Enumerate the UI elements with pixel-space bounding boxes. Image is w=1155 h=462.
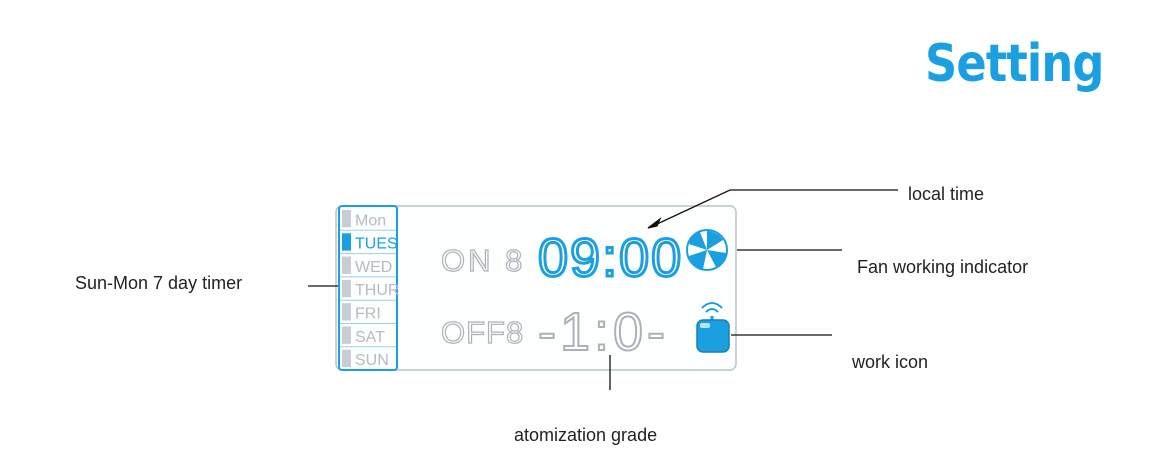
day-label: Mon bbox=[355, 212, 386, 229]
day-label: SAT bbox=[355, 329, 385, 346]
day-item-tues: TUES bbox=[340, 229, 398, 253]
day-indicator bbox=[342, 303, 351, 321]
on-label: ON 8 bbox=[441, 243, 525, 278]
day-label: WED bbox=[355, 259, 392, 276]
day-indicator bbox=[342, 233, 351, 251]
leader-lines bbox=[308, 189, 898, 390]
day-label: THUR bbox=[355, 282, 399, 299]
atomization-label: atomization grade bbox=[514, 425, 658, 445]
day-column bbox=[338, 205, 398, 371]
atomization-display: -1:0- bbox=[538, 302, 669, 362]
day-item-sat: SAT bbox=[340, 323, 396, 346]
day-indicator bbox=[342, 326, 351, 344]
day-label: FRI bbox=[355, 306, 381, 323]
lcd-panel bbox=[335, 205, 737, 371]
work-icon-label: work icon bbox=[852, 352, 929, 372]
day-label: SUN bbox=[355, 352, 389, 369]
day-label: TUES bbox=[355, 236, 398, 253]
day-item-sun: SUN bbox=[340, 346, 396, 369]
page-title: Setting bbox=[924, 34, 1104, 94]
day-indicator bbox=[342, 256, 351, 274]
local-time-label: local time bbox=[908, 184, 985, 204]
day-item-thur: THUR bbox=[340, 276, 399, 299]
day-indicator bbox=[342, 349, 351, 368]
local-time-display: 09:00 bbox=[538, 228, 683, 288]
day-item-wed: WED bbox=[340, 253, 396, 276]
day-item-fri: FRI bbox=[340, 299, 396, 323]
fan-icon bbox=[686, 229, 728, 271]
day-indicator bbox=[342, 210, 351, 228]
week-timer-label: Sun-Mon 7 day timer bbox=[75, 273, 243, 293]
fan-indicator-label: Fan working indicator bbox=[857, 257, 1029, 277]
off-label: OFF8 bbox=[441, 315, 524, 350]
work-icon bbox=[696, 302, 730, 353]
day-indicator bbox=[342, 279, 351, 298]
day-item-mon: Mon bbox=[342, 210, 386, 229]
